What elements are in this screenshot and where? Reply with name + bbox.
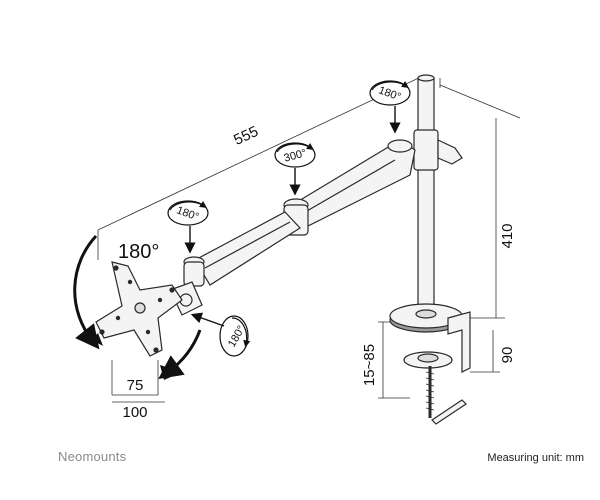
arm-assembly [169, 139, 416, 316]
middle-swivel-label: 300° [283, 147, 308, 164]
tilt-label: 180° [118, 241, 159, 263]
clamp-height-label: 90 [499, 347, 516, 364]
tilt-arc: 180° [73, 234, 202, 380]
rotation-middle-badge: 300° [274, 142, 316, 196]
brand-logo: Neomounts [58, 449, 127, 464]
vesa-plate [95, 261, 183, 357]
pole-height-label: 410 [499, 223, 516, 248]
clamp-handle [431, 399, 467, 425]
measuring-unit-note: Measuring unit: mm [487, 452, 584, 464]
arm-length-label: 555 [231, 123, 261, 149]
arm-collar [413, 129, 439, 171]
front-arm [194, 211, 301, 286]
vesa-small-label: 75 [127, 377, 144, 394]
rotation-front-badge: 180° [167, 200, 209, 254]
arm-lock-knob [437, 139, 463, 165]
desk-thickness-label: 15~85 [361, 344, 378, 386]
pole [417, 77, 435, 311]
vesa-large-label: 100 [122, 404, 147, 421]
pole-assembly [389, 74, 471, 425]
arm-length-line [97, 74, 426, 231]
pole-top-cap [417, 74, 435, 82]
rotation-side-badge: 180° [190, 312, 251, 357]
rotation-top-badge: 180° [369, 80, 411, 134]
rear-joint [387, 139, 413, 153]
desk-clamp [447, 311, 471, 373]
dimension-lines [97, 74, 521, 403]
